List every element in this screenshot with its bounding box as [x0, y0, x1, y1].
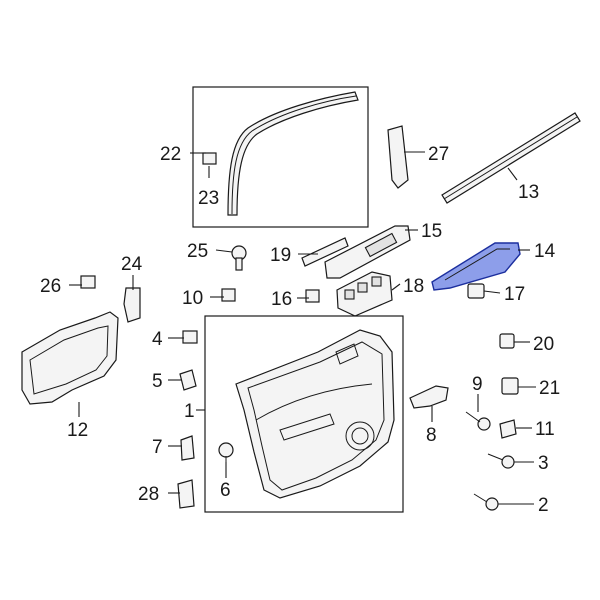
part-19-trim-strip	[301, 237, 349, 267]
callout-13: 13	[518, 182, 539, 203]
callout-12: 12	[67, 420, 88, 441]
part-23-clip	[202, 152, 217, 165]
part-16-clip	[305, 289, 320, 303]
callout-23: 23	[198, 188, 219, 209]
callout-7: 7	[152, 437, 163, 458]
callout-9: 9	[472, 374, 483, 395]
window-frame-detail-box	[192, 86, 369, 228]
door-trim-detail-box	[204, 315, 404, 513]
part-3-bolt-head	[501, 455, 515, 469]
part-9-screw-head	[477, 417, 491, 431]
part-22-window-run-channel	[227, 91, 359, 216]
part-21-clip	[501, 377, 519, 395]
part-6-push-pin	[218, 442, 234, 458]
callout-2: 2	[538, 495, 549, 516]
callout-26: 26	[40, 276, 61, 297]
callout-11: 11	[535, 419, 555, 440]
callout-20: 20	[533, 334, 554, 355]
part-12-water-shield	[21, 311, 119, 405]
part-7-clip	[180, 435, 195, 461]
callout-27: 27	[428, 144, 449, 165]
callout-10: 10	[182, 288, 203, 309]
callout-25: 25	[187, 241, 208, 262]
part-26-clip	[80, 275, 96, 289]
part-2-bolt-head	[485, 497, 499, 511]
part-24-bracket	[123, 287, 141, 323]
callout-1: 1	[184, 401, 195, 422]
part-10-clip	[221, 288, 236, 302]
part-14-switch-bezel-highlighted	[431, 242, 521, 291]
callout-21: 21	[539, 378, 560, 399]
part-27-applique	[387, 125, 409, 189]
callout-24: 24	[121, 254, 143, 275]
callout-16: 16	[271, 289, 292, 310]
callout-6: 6	[220, 480, 231, 501]
callout-28: 28	[138, 484, 159, 505]
callout-15: 15	[421, 221, 442, 242]
callout-4: 4	[152, 329, 163, 350]
part-5-clip	[179, 369, 197, 391]
callout-19: 19	[270, 245, 291, 266]
callout-3: 3	[538, 453, 549, 474]
callout-18: 18	[403, 276, 424, 297]
part-28-pad	[177, 479, 195, 509]
part-17-plug	[467, 283, 485, 299]
part-4-clip	[182, 330, 198, 344]
callout-17: 17	[504, 284, 525, 305]
callout-5: 5	[152, 371, 163, 392]
part-11-pad	[499, 419, 517, 439]
callout-22: 22	[160, 144, 181, 165]
callout-8: 8	[426, 425, 437, 446]
part-1-door-trim-panel	[235, 329, 395, 499]
callout-14: 14	[534, 241, 556, 262]
part-8-inside-handle	[409, 385, 449, 409]
part-20-clip	[499, 333, 515, 349]
